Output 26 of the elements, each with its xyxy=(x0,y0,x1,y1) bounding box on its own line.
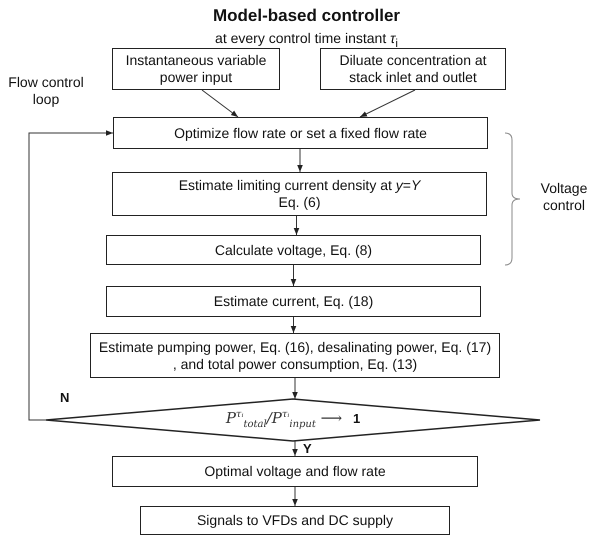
arrow xyxy=(292,486,298,506)
diagram-title: Model-based controller xyxy=(212,6,402,26)
process-box: Estimate current, Eq. (18) xyxy=(106,286,481,317)
process-box: Optimal voltage and flow rate xyxy=(112,456,478,487)
edge-label: N xyxy=(58,390,72,405)
process-box: Estimate pumping power, Eq. (16), desalinating power, Eq. (17) , and total power consumption, Eq. (13) xyxy=(90,333,500,378)
arrow xyxy=(292,378,298,400)
arrow xyxy=(292,440,298,456)
process-box: Calculate voltage, Eq. (8) xyxy=(106,235,481,265)
group-label: Voltage control xyxy=(540,180,588,214)
arrow xyxy=(290,264,296,286)
arrow xyxy=(294,216,300,236)
process-box: Estimate limiting current density at y=Y Eq. (6) xyxy=(112,172,487,216)
arrow xyxy=(297,148,303,172)
arrow xyxy=(360,90,416,118)
arrow xyxy=(290,316,296,334)
output-box: Signals to VFDs and DC supply xyxy=(140,506,450,535)
edge-label: Y xyxy=(301,441,314,456)
input-box: Instantaneous variable power input xyxy=(112,48,280,90)
input-box: Diluate concentration at stack inlet and outlet xyxy=(320,48,506,90)
arrow xyxy=(28,130,114,420)
ratio-formula: P$^{τᵢ}$$_{total}$/P$^{τᵢ}$$_{input}$ ⟶ 1 xyxy=(226,409,360,431)
subtitle: at every control time instant τ$_{i}$ xyxy=(214,30,399,51)
process-box: Optimize flow rate or set a fixed flow rate xyxy=(113,117,488,149)
arrow xyxy=(202,90,238,118)
loop-label: Flow control loop xyxy=(7,74,85,108)
